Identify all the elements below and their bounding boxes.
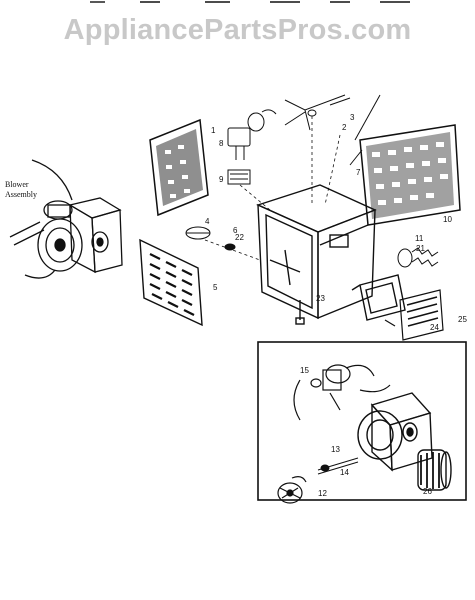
- callout-4: 4: [205, 217, 210, 226]
- callout-7: 7: [356, 168, 361, 177]
- callout-labels: Blower Assembly 1 2 3 4 5 6 7 8 9 10 11 …: [5, 113, 467, 498]
- inset-shaft: [317, 457, 359, 475]
- callout-2: 2: [342, 123, 347, 132]
- callout-3: 3: [350, 113, 355, 122]
- callout-8: 8: [219, 139, 224, 148]
- inset-blower-housing: [357, 392, 433, 472]
- callout-9: 9: [219, 175, 224, 184]
- callout-14: 14: [340, 468, 349, 477]
- frame-box-right: [351, 274, 406, 321]
- grille-small: [384, 289, 444, 341]
- callout-11: 11: [415, 234, 424, 243]
- control-panel-left: [149, 118, 209, 217]
- wire-harness: [284, 94, 351, 131]
- inset-frame: [257, 341, 467, 501]
- main-cabinet: [256, 184, 377, 325]
- inset-wheel: [417, 449, 452, 491]
- switch-part: [227, 109, 277, 160]
- callout-1: 1: [211, 126, 216, 135]
- grille-panel: [139, 238, 203, 327]
- callout-22: 22: [235, 233, 244, 242]
- callout-5: 5: [213, 283, 218, 292]
- callout-26: 26: [423, 487, 432, 496]
- side-label-line2: Assembly: [5, 190, 37, 199]
- callout-23: 23: [316, 294, 325, 303]
- callout-13: 13: [331, 445, 340, 454]
- front-panel-right: [349, 94, 461, 226]
- callout-15: 15: [300, 366, 309, 375]
- callout-10: 10: [443, 215, 452, 224]
- motor-coil-right: [397, 247, 439, 268]
- callout-24: 24: [430, 323, 439, 332]
- callout-25: 25: [458, 315, 467, 324]
- inset-fan-small: [277, 476, 307, 504]
- leader-lines: [204, 116, 341, 261]
- knob: [185, 226, 236, 251]
- callout-6: 6: [233, 226, 238, 235]
- callout-21: 21: [416, 244, 425, 253]
- inset-motor: [293, 364, 391, 421]
- capacitor: [227, 169, 251, 185]
- watermark: AppliancePartsPros.com: [63, 14, 412, 46]
- side-label-line1: Blower: [5, 180, 29, 189]
- blower-assembly: [9, 159, 123, 279]
- callout-12: 12: [318, 489, 327, 498]
